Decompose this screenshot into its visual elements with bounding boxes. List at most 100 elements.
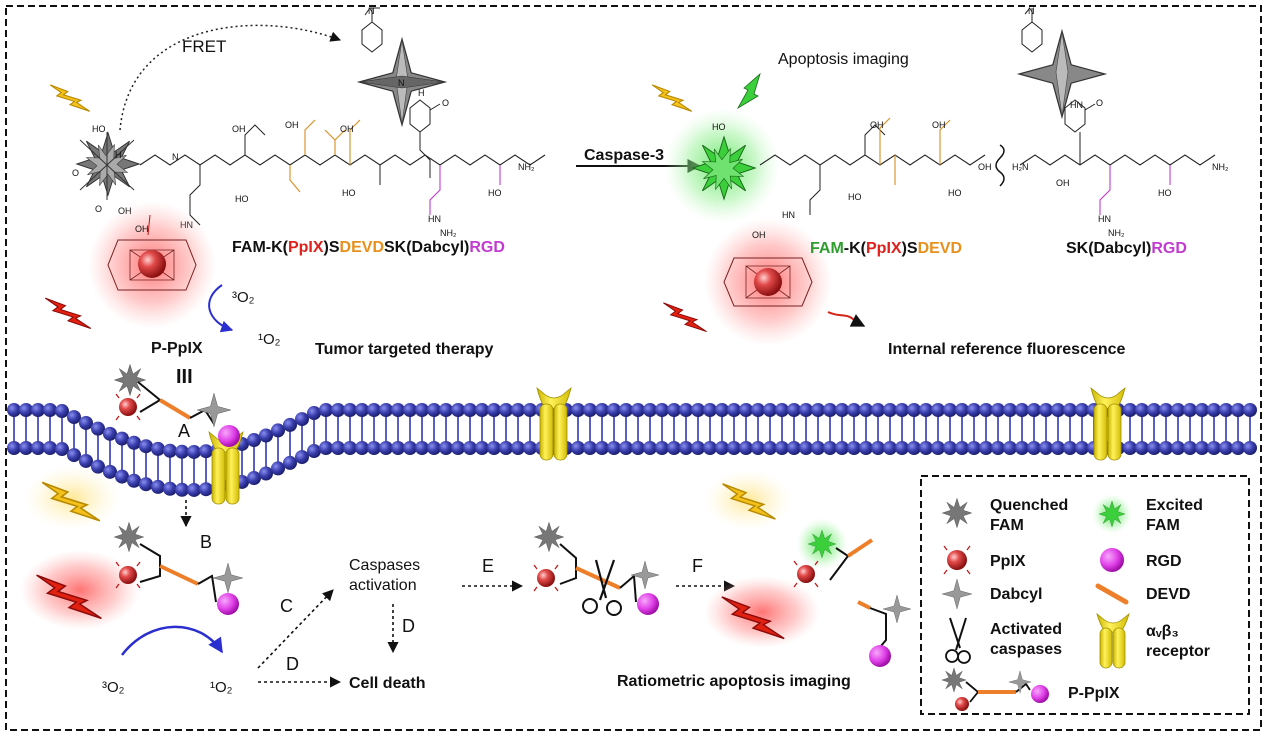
chem-oh: OH <box>978 162 992 172</box>
legend-rgd: RGD <box>1146 553 1182 570</box>
chem-n: N <box>368 6 375 16</box>
chem-n: N <box>1028 6 1035 16</box>
lipid-head <box>979 403 993 417</box>
product1-label: FAM-K(PpIX)SDEVD <box>810 240 962 257</box>
lipid-head <box>955 403 969 417</box>
excitation-bolt-icon <box>49 84 91 112</box>
lipid-head <box>1231 403 1245 417</box>
lipid-head <box>1051 403 1065 417</box>
ratiometric-imaging-icon <box>704 470 912 667</box>
legend-receptor: receptor <box>1146 643 1210 660</box>
lipid-head <box>1171 441 1185 455</box>
red-emission-arrow <box>827 311 866 327</box>
lipid-head <box>19 441 33 455</box>
lipid-head <box>967 403 981 417</box>
lipid-head <box>751 441 765 455</box>
lipid-head <box>847 403 861 417</box>
lipid-head <box>787 403 801 417</box>
scissors-icon <box>582 559 622 616</box>
lipid-head <box>727 441 741 455</box>
lipid-head <box>607 403 621 417</box>
lipid-head <box>391 403 405 417</box>
caspase3-label: Caspase-3 <box>584 147 664 164</box>
lipid-head <box>343 441 357 455</box>
chem-oh: OH <box>232 124 246 134</box>
rgd-icon <box>1100 548 1124 572</box>
lipid-head <box>823 441 837 455</box>
lipid-head <box>883 403 897 417</box>
chem-oh: OH <box>340 124 354 134</box>
lipid-head <box>1135 441 1149 455</box>
lipid-head <box>667 441 681 455</box>
step-c-arrow <box>257 589 334 669</box>
chem-hn: HN <box>428 214 441 224</box>
chem-oh: OH <box>932 120 946 130</box>
excitation-bolt-icon <box>651 84 693 112</box>
lipid-head <box>643 441 657 455</box>
lipid-head <box>1123 441 1137 455</box>
legend-devd: DEVD <box>1146 586 1190 603</box>
lipid-head <box>1075 441 1089 455</box>
lipid-head <box>127 473 141 488</box>
lipid-head <box>1243 441 1257 455</box>
lipid-head <box>451 403 465 417</box>
apoptosis-imaging-label: Apoptosis imaging <box>778 51 909 68</box>
lipid-head <box>499 403 513 417</box>
lipid-head <box>1207 403 1221 417</box>
chem-h: H <box>115 150 122 160</box>
lipid-head <box>1039 441 1053 455</box>
lipid-head <box>823 403 837 417</box>
lipid-head <box>703 403 717 417</box>
lipid-head <box>391 441 405 455</box>
lipid-head <box>691 403 705 417</box>
lipid-head <box>247 433 261 448</box>
irradiated-probe-icon <box>20 466 244 630</box>
chem-h: H <box>418 88 425 98</box>
probe-molecule-intact: FRET HO O OH O N N O H <box>44 6 546 358</box>
lipid-head <box>679 403 693 417</box>
lipid-head <box>487 403 501 417</box>
step-iii-label: III <box>176 366 193 388</box>
receptor-icon <box>1096 612 1130 669</box>
lipid-head <box>415 403 429 417</box>
p-pplx-label: P-PpIX <box>151 340 203 357</box>
lipid-head <box>991 403 1005 417</box>
cleavage-mark <box>995 144 1005 187</box>
emission-arrow-icon <box>736 72 761 110</box>
lipid-head <box>295 450 309 465</box>
lipid-head <box>31 441 45 455</box>
lipid-head <box>55 442 69 457</box>
lipid-head <box>595 441 609 455</box>
chem-ho: HO <box>848 192 862 202</box>
lipid-head <box>367 403 381 417</box>
lipid-head <box>1159 441 1173 455</box>
lipid-head <box>631 403 645 417</box>
pplx-icon <box>947 550 967 570</box>
lipid-head <box>619 441 633 455</box>
lipid-head <box>1003 403 1017 417</box>
lipid-head <box>1195 403 1209 417</box>
chem-oh: OH <box>752 230 766 240</box>
legend-quenched-fam: FAM <box>990 517 1024 534</box>
lipid-head <box>67 410 81 425</box>
chem-ho: HO <box>342 188 356 198</box>
lipid-head <box>43 403 57 417</box>
lipid-head <box>355 441 369 455</box>
dabcyl-quencher-icon <box>1018 30 1106 118</box>
lipid-head <box>919 403 933 417</box>
lipid-head <box>811 441 825 455</box>
lipid-head <box>1231 441 1245 455</box>
chem-nh2: NH₂ <box>440 228 457 238</box>
lipid-head <box>703 441 717 455</box>
step-f-label: F <box>692 556 703 576</box>
lipid-head <box>607 441 621 455</box>
lipid-head <box>307 406 321 421</box>
lipid-head <box>271 461 285 476</box>
legend-activated-caspases: caspases <box>990 641 1062 658</box>
lipid-head <box>1219 441 1233 455</box>
lipid-head <box>187 444 201 459</box>
lipid-head <box>739 403 753 417</box>
chem-hn: HN <box>1098 214 1111 224</box>
fam-quenched-icon <box>76 132 140 200</box>
lipid-head <box>1015 403 1029 417</box>
